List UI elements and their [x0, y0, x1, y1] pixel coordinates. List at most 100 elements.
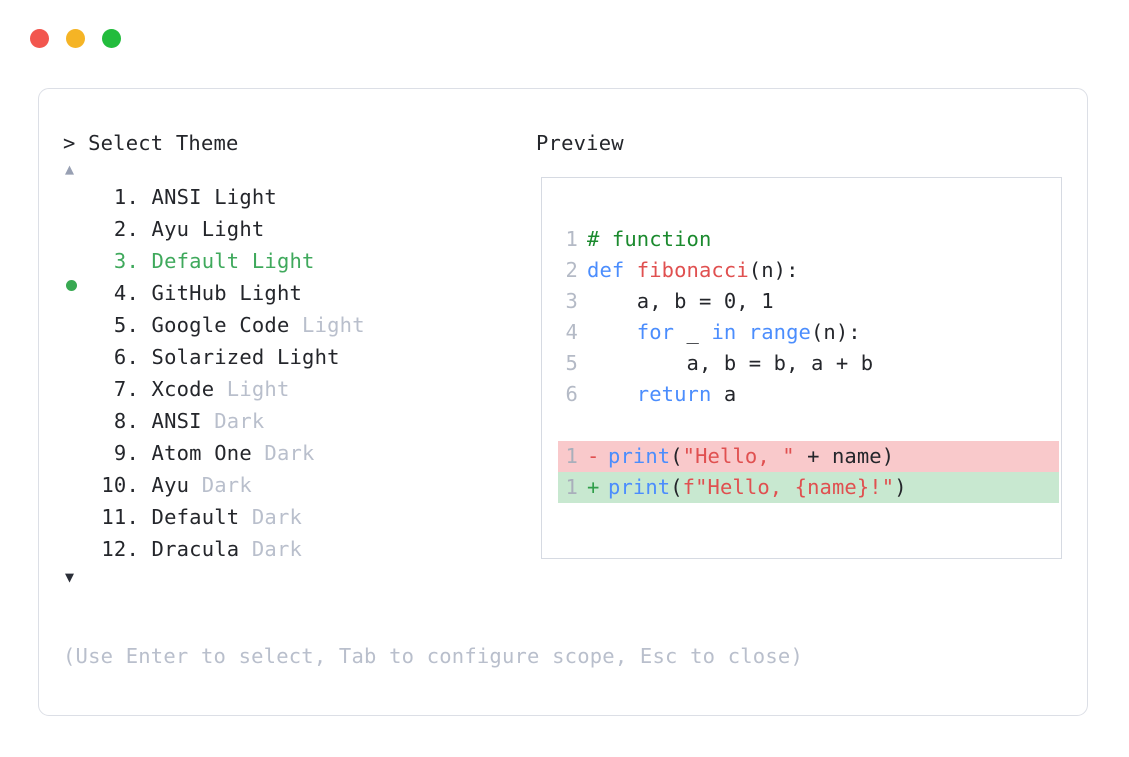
- theme-list-item[interactable]: 4. GitHub Light: [63, 277, 533, 309]
- line-number: 1: [565, 475, 578, 499]
- theme-item-number: 7.: [113, 377, 139, 401]
- code-token: def: [587, 258, 637, 282]
- code-text: print("Hello, " + name): [608, 441, 894, 472]
- theme-item-variant: Light: [189, 217, 265, 241]
- theme-item-number: 10.: [101, 473, 139, 497]
- code-text: print(f"Hello, {name}!"): [608, 472, 907, 503]
- theme-item-number: 9.: [113, 441, 139, 465]
- theme-item-variant: Light: [239, 249, 315, 273]
- code-token: for: [636, 320, 675, 344]
- code-token: a, b = b, a + b: [587, 351, 874, 375]
- close-button[interactable]: [30, 29, 49, 48]
- theme-item-variant: Light: [289, 313, 365, 337]
- theme-item-variant: Dark: [251, 441, 315, 465]
- preview-title: Preview: [536, 131, 624, 155]
- line-number: 2: [565, 258, 578, 282]
- theme-item-number: 3.: [113, 249, 139, 273]
- theme-item-number: 1.: [113, 185, 139, 209]
- diff-plus-icon: +: [587, 475, 600, 499]
- maximize-button[interactable]: [102, 29, 121, 48]
- theme-item-variant: Light: [214, 377, 290, 401]
- theme-item-name: ANSI: [139, 185, 202, 209]
- theme-item-number: 8.: [113, 409, 139, 433]
- theme-item-number: 5.: [113, 313, 139, 337]
- theme-item-name: Google Code: [139, 313, 290, 337]
- theme-item-number: 6.: [113, 345, 139, 369]
- code-line: 2 def fibonacci(n):: [558, 255, 1059, 286]
- code-token: a, b = 0, 1: [587, 289, 774, 313]
- code-line: 1 # function: [558, 224, 1059, 255]
- diff-minus-icon: -: [587, 444, 600, 468]
- theme-item-name: Atom One: [139, 441, 252, 465]
- code-line: 5 a, b = b, a + b: [558, 348, 1059, 379]
- code-token: f"Hello, {name}!": [682, 475, 895, 499]
- code-text: return a: [587, 379, 736, 410]
- theme-item-name: ANSI: [139, 409, 202, 433]
- theme-item-variant: Light: [201, 185, 277, 209]
- code-token: print: [608, 444, 671, 468]
- select-theme-prompt: > Select Theme: [63, 131, 239, 155]
- theme-list-item[interactable]: 2. Ayu Light: [63, 213, 533, 245]
- code-diff-spacer: [558, 410, 1059, 441]
- line-number: 3: [565, 289, 578, 313]
- line-number: 1: [565, 227, 578, 251]
- code-line: 4 for _ in range(n):: [558, 317, 1059, 348]
- code-token: a: [711, 382, 737, 406]
- theme-item-name: Default: [139, 249, 240, 273]
- code-token: [587, 320, 637, 344]
- bullet-icon: [66, 280, 77, 291]
- line-number: 6: [565, 382, 578, 406]
- code-token: ): [894, 475, 907, 499]
- line-number: 5: [565, 351, 578, 375]
- code-text: a, b = 0, 1: [587, 286, 774, 317]
- theme-list-item[interactable]: 12. Dracula Dark: [63, 533, 533, 565]
- theme-list-item[interactable]: 1. ANSI Light: [63, 181, 533, 213]
- theme-item-variant: Light: [264, 345, 340, 369]
- theme-item-name: Ayu: [139, 473, 190, 497]
- diff-added-line: 1 + print(f"Hello, {name}!"): [558, 472, 1059, 503]
- code-line: 6 return a: [558, 379, 1059, 410]
- theme-list-item[interactable]: 11. Default Dark: [63, 501, 533, 533]
- theme-list-item[interactable]: 5. Google Code Light: [63, 309, 533, 341]
- code-token: return: [636, 382, 712, 406]
- scroll-down-icon[interactable]: ▼: [65, 568, 75, 586]
- line-number: 1: [565, 444, 578, 468]
- theme-list-item[interactable]: 3. Default Light: [63, 245, 533, 291]
- code-token: fibonacci: [636, 258, 749, 282]
- code-token: "Hello, ": [682, 444, 795, 468]
- diff-removed-line: 1-print("Hello, " + name): [558, 441, 1059, 472]
- theme-item-name: Ayu: [139, 217, 190, 241]
- code-token: print: [608, 475, 671, 499]
- code-token: (n):: [748, 258, 799, 282]
- theme-item-variant: Dark: [239, 537, 303, 561]
- theme-item-number: 2.: [113, 217, 139, 241]
- theme-item-name: Xcode: [139, 377, 215, 401]
- window-traffic-lights: [30, 29, 121, 48]
- code-text: for _ in range(n):: [587, 317, 861, 348]
- theme-list-item[interactable]: 7. Xcode Light: [63, 373, 533, 405]
- code-token: (n):: [810, 320, 861, 344]
- code-text: a, b = b, a + b: [587, 348, 874, 379]
- theme-list-item[interactable]: 8. ANSI Dark: [63, 405, 533, 437]
- theme-item-name: Solarized: [139, 345, 265, 369]
- theme-list-item[interactable]: 9. Atom One Dark: [63, 437, 533, 469]
- theme-item-number: 4.: [113, 281, 139, 305]
- scroll-up-icon[interactable]: ▲: [65, 160, 75, 178]
- theme-item-variant: Light: [226, 281, 303, 305]
- code-token: # function: [587, 227, 712, 251]
- code-text: def fibonacci(n):: [587, 255, 799, 286]
- theme-item-variant: Dark: [201, 409, 265, 433]
- theme-item-variant: Dark: [189, 473, 252, 497]
- theme-item-name: Default: [139, 505, 240, 529]
- theme-list-item[interactable]: 10. Ayu Dark: [63, 469, 533, 501]
- theme-list-item[interactable]: 6. Solarized Light: [63, 341, 533, 373]
- code-token: + name): [794, 444, 895, 468]
- theme-item-name: Dracula: [139, 537, 240, 561]
- line-number: 4: [565, 320, 578, 344]
- minimize-button[interactable]: [66, 29, 85, 48]
